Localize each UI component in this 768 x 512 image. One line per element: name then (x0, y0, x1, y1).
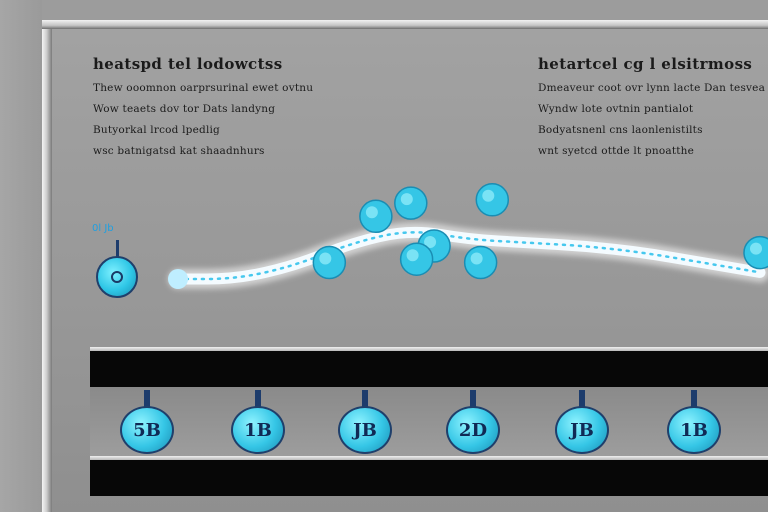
knob-icon[interactable] (96, 256, 138, 298)
counter-value: 2D (458, 419, 488, 441)
bead-icon: 2D (446, 406, 500, 454)
counter-value: JB (570, 419, 594, 441)
right-text-block: hetartcel cg l elsitrmoss Dmeaveur coot … (538, 55, 765, 157)
left-title: heatspd tel lodowctss (93, 55, 283, 73)
frame-edge (42, 20, 52, 512)
counter-value: 1B (244, 419, 272, 441)
left-line: Wow teaets dov tor Dats landyng (93, 103, 276, 115)
right-line: Dmeaveur coot ovr lynn lacte Dan tesvea (538, 82, 766, 94)
left-line: wsc batnigatsd kat shaadnhurs (93, 145, 265, 157)
lower-rail (90, 456, 768, 496)
bead-icon: 5B (120, 406, 174, 454)
data-point-highlight (424, 236, 437, 248)
counter-3[interactable]: JB (338, 390, 392, 468)
right-line: wnt syetcd ottde lt pnoatthe (538, 145, 695, 157)
top-rail (42, 20, 768, 29)
data-point-highlight (482, 189, 495, 202)
left-line: Butyorkal lrcod lpedlig (93, 124, 220, 136)
counter-stem (362, 390, 368, 408)
trail-dots (176, 231, 762, 281)
counter-stem (470, 390, 476, 408)
indicator-label: 0l Jb (92, 223, 114, 234)
right-title: hetartcel cg l elsitrmoss (538, 55, 753, 73)
counter-stem (579, 390, 585, 408)
left-line: Thew ooomnon oarprsurinal ewet ovtnu (93, 82, 314, 94)
bead-icon: JB (555, 406, 609, 454)
data-point-highlight (400, 193, 413, 206)
bead-icon: JB (338, 406, 392, 454)
data-point-highlight (750, 242, 762, 255)
data-point-highlight (365, 206, 378, 219)
counter-1[interactable]: 5B (120, 390, 174, 468)
counter-value: JB (353, 419, 377, 441)
trail-start-point (168, 269, 188, 289)
counter-stem (144, 390, 150, 408)
counter-value: 1B (680, 419, 708, 441)
left-wall (0, 0, 42, 512)
counter-shelf (90, 387, 768, 456)
counter-5[interactable]: JB (555, 390, 609, 468)
counter-4[interactable]: 2D (446, 390, 500, 468)
left-text-block: heatspd tel lodowctss Thew ooomnon oarpr… (93, 55, 313, 157)
counter-stem (255, 390, 261, 408)
knob-center (111, 271, 123, 283)
counter-value: 5B (133, 419, 161, 441)
knob-stem (116, 240, 119, 260)
data-point-highlight (319, 252, 332, 265)
bead-icon: 1B (231, 406, 285, 454)
data-point-highlight (406, 249, 419, 262)
upper-rail (90, 347, 768, 387)
counter-stem (691, 390, 697, 408)
counter-6[interactable]: 1B (667, 390, 721, 468)
bead-icon: 1B (667, 406, 721, 454)
right-line: Bodyatsnenl cns laonlenistilts (538, 124, 703, 136)
counter-2[interactable]: 1B (231, 390, 285, 468)
data-point-highlight (470, 252, 483, 265)
right-line: Wyndw lote ovtnin pantialot (538, 103, 694, 115)
